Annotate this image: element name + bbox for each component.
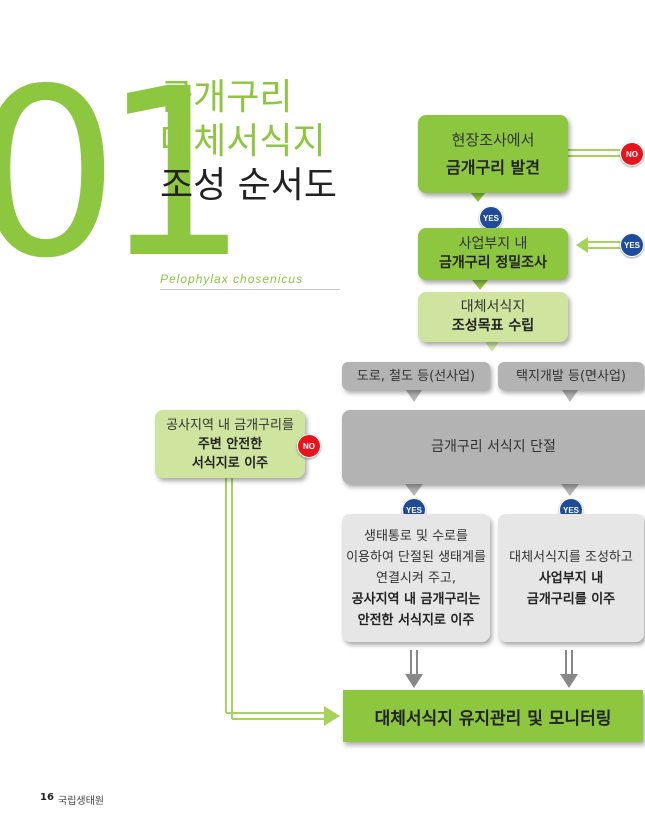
scientific-name: Pelophylax chosenicus <box>160 272 304 286</box>
pointer-step1 <box>470 192 486 202</box>
relocate-nearby-habitat: 공사지역 내 금개구리를 주변 안전한 서식지로 이주 <box>155 410 305 478</box>
option-right-line2: 사업부지 내 <box>538 570 604 586</box>
option-right-line1: 대체서식지를 조성하고 <box>509 549 633 565</box>
pointer-disconnect-right <box>561 484 579 496</box>
pointer-step2 <box>472 280 488 290</box>
title-line-1: 금개구리 <box>160 77 293 118</box>
step2-line2: 금개구리 정밀조사 <box>439 255 547 271</box>
pointer-branch-right <box>562 390 578 402</box>
pointer-disconnect-left <box>405 484 423 496</box>
branch-area-project: 택지개발 등(면사업) <box>498 362 644 390</box>
branch-right-label: 택지개발 등(면사업) <box>516 368 626 384</box>
step1-line2: 금개구리 발견 <box>446 158 540 177</box>
option-right-line3: 금개구리를 이주 <box>526 591 616 607</box>
divider <box>160 289 340 290</box>
step3-line1: 대체서식지 <box>460 299 526 315</box>
step2-line1: 사업부지 내 <box>458 236 528 252</box>
option-left-line1: 생태통로 및 수로를 <box>364 528 468 544</box>
no-line-step1 <box>567 149 620 157</box>
option-eco-corridor: 생태통로 및 수로를 이용하여 단절된 생태계를 연결시켜 주고, 공사지역 내… <box>342 514 490 642</box>
option-left-line2: 이용하여 단절된 생태계를 <box>346 549 486 565</box>
option-left-line3: 연결시켜 주고, <box>375 570 457 586</box>
no-badge-disconnect: NO <box>297 434 321 458</box>
relocate-to-final-line <box>225 478 340 726</box>
title-line-3: 조성 순서도 <box>160 165 338 206</box>
relocate-line2: 주변 안전한 <box>197 436 263 452</box>
pointer-step3 <box>484 340 500 352</box>
pointer-branch-left <box>406 390 422 402</box>
option-left-line5: 안전한 서식지로 이주 <box>357 612 475 628</box>
final-monitoring: 대체서식지 유지관리 및 모니터링 <box>343 690 643 742</box>
relocate-line1: 공사지역 내 금개구리를 <box>166 417 294 433</box>
option-left-line4: 공사지역 내 금개구리는 <box>351 591 481 607</box>
option-substitute-habitat: 대체서식지를 조성하고 사업부지 내 금개구리를 이주 <box>498 514 644 642</box>
relocate-line3: 서식지로 이주 <box>191 455 269 471</box>
yes-badge-step1: YES <box>479 206 503 230</box>
chapter-number: 01 <box>0 39 249 309</box>
step-target-plan: 대체서식지 조성목표 수립 <box>418 292 568 342</box>
step-detailed-survey: 사업부지 내 금개구리 정밀조사 <box>418 228 568 280</box>
step3-line2: 조성목표 수립 <box>451 318 535 334</box>
title-line-2: 대체서식지 <box>160 121 326 162</box>
habitat-disconnect: 금개구리 서식지 단절 <box>342 410 645 484</box>
step1-line1: 현장조사에서 <box>451 131 535 149</box>
down-arrow-left <box>405 650 423 688</box>
no-badge-step1: NO <box>620 142 644 166</box>
down-arrow-right <box>560 650 578 688</box>
branch-linear-project: 도로, 철도 등(선사업) <box>342 362 490 390</box>
page-number: 16 <box>40 792 54 803</box>
branch-left-label: 도로, 철도 등(선사업) <box>356 368 476 384</box>
step-field-survey: 현장조사에서 금개구리 발견 <box>418 115 568 193</box>
disconnect-label: 금개구리 서식지 단절 <box>431 438 556 455</box>
footer-org: 국립생태원 <box>58 796 104 807</box>
yes-badge-step2: YES <box>620 233 644 257</box>
yes-arrow-step2 <box>576 237 622 253</box>
